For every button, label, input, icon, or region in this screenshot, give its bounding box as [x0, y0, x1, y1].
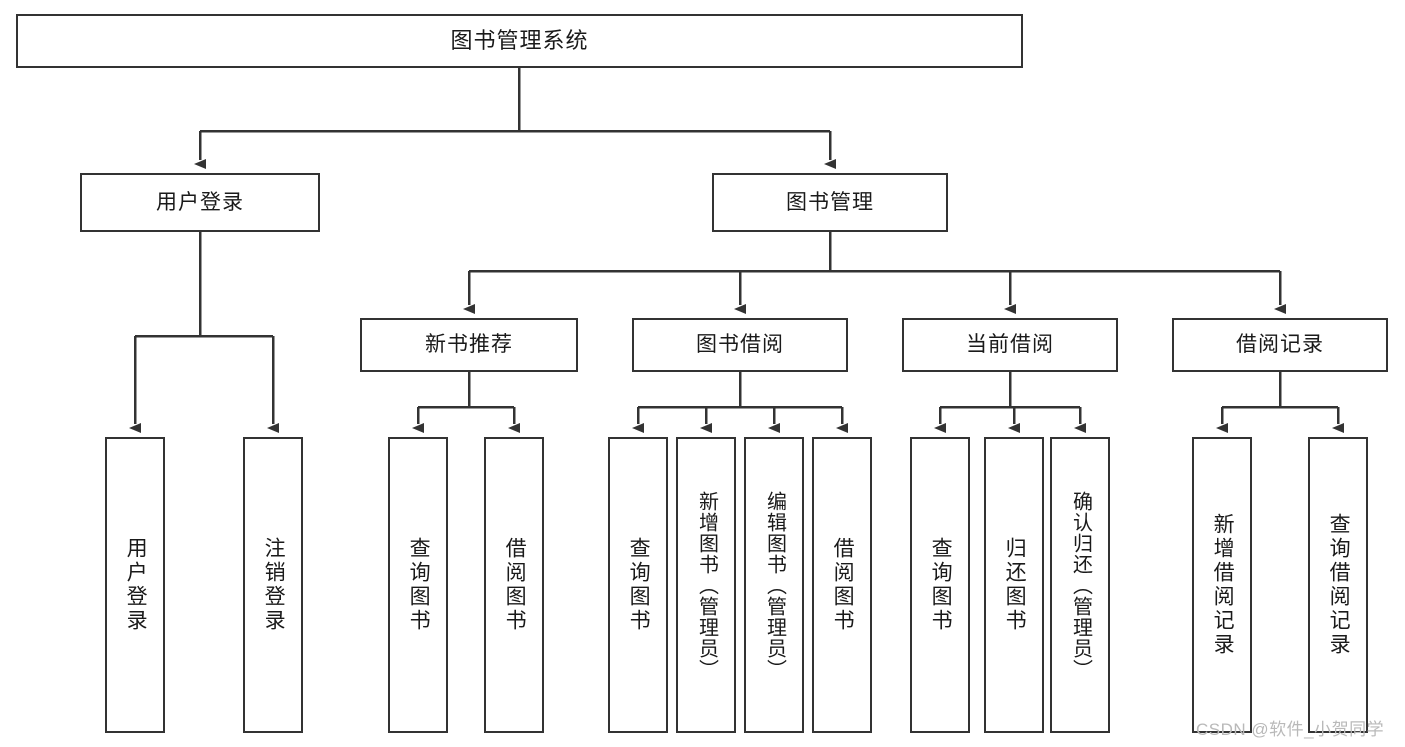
leaf-edit-book-admin[interactable]: 编辑图书（管理员） — [744, 437, 804, 733]
node-current-borrow[interactable]: 当前借阅 — [902, 318, 1118, 372]
leaf-borrow-book[interactable]: 借阅图书 — [812, 437, 872, 733]
leaf-borrow-book-recommend[interactable]: 借阅图书 — [484, 437, 544, 733]
leaf-add-borrow-record[interactable]: 新增借阅记录 — [1192, 437, 1252, 733]
node-root[interactable]: 图书管理系统 — [16, 14, 1023, 68]
node-book-borrow[interactable]: 图书借阅 — [632, 318, 848, 372]
node-new-book-recommend[interactable]: 新书推荐 — [360, 318, 578, 372]
leaf-confirm-return-admin[interactable]: 确认归还（管理员） — [1050, 437, 1110, 733]
leaf-query-book-borrow[interactable]: 查询图书 — [608, 437, 668, 733]
leaf-query-book-current[interactable]: 查询图书 — [910, 437, 970, 733]
leaf-user-logout[interactable]: 注销登录 — [243, 437, 303, 733]
node-user-login[interactable]: 用户登录 — [80, 173, 320, 232]
leaf-user-login[interactable]: 用户登录 — [105, 437, 165, 733]
leaf-query-book-recommend[interactable]: 查询图书 — [388, 437, 448, 733]
leaf-add-book-admin[interactable]: 新增图书（管理员） — [676, 437, 736, 733]
leaf-return-book[interactable]: 归还图书 — [984, 437, 1044, 733]
node-book-management[interactable]: 图书管理 — [712, 173, 948, 232]
node-borrow-record[interactable]: 借阅记录 — [1172, 318, 1388, 372]
leaf-query-borrow-record[interactable]: 查询借阅记录 — [1308, 437, 1368, 733]
csdn-watermark: CSDN @软件_小贺同学 — [1196, 720, 1385, 739]
